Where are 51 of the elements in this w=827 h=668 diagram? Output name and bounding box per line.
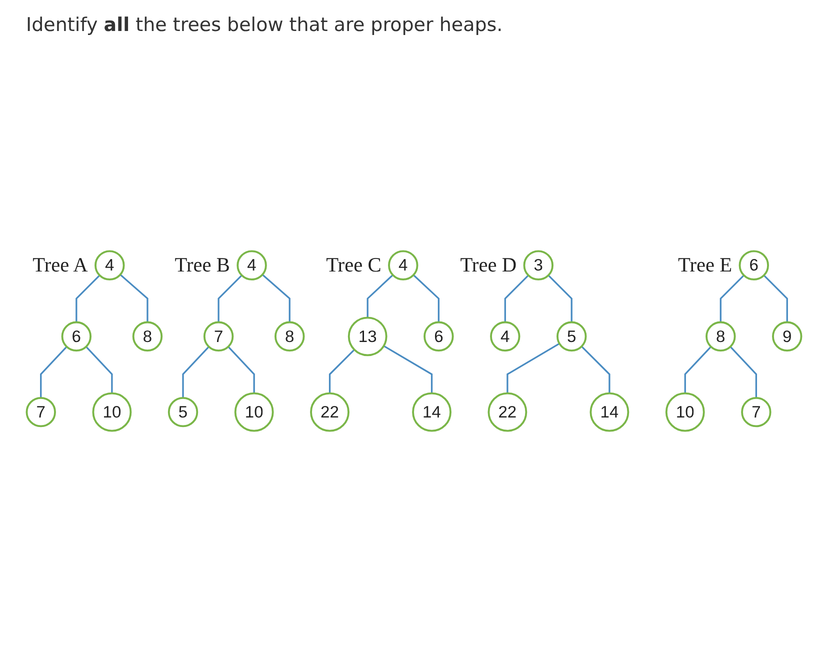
heap-node: 14	[589, 392, 629, 432]
heap-node: 3	[522, 250, 553, 280]
heap-node: 10	[664, 392, 704, 432]
heap-node: 22	[310, 392, 349, 432]
tree-edge	[506, 342, 560, 394]
tree-edge	[412, 274, 439, 322]
tree-edge	[40, 346, 67, 398]
tree-edge	[366, 274, 393, 318]
tree-edge	[719, 274, 744, 322]
heap-node: 4	[94, 250, 124, 280]
heap-node: 4	[236, 250, 266, 280]
heap-node: 4	[490, 321, 520, 352]
heap-node: 13	[347, 316, 387, 356]
heap-node: 4	[388, 250, 418, 280]
tree-edge	[729, 346, 757, 398]
heap-node: 10	[92, 392, 132, 432]
tree-label: Tree C	[326, 254, 381, 277]
tree-edge	[227, 346, 254, 394]
tree-label: Tree A	[32, 254, 88, 277]
heap-node: 22	[487, 392, 527, 432]
heap-node: 6	[738, 250, 768, 280]
heap-node: 7	[202, 321, 234, 352]
tree-edge	[382, 345, 432, 394]
tree-edge	[85, 346, 112, 394]
tree-label: Tree D	[460, 254, 516, 277]
heap-node: 8	[705, 321, 736, 352]
tree-edge	[119, 274, 148, 322]
heap-node: 6	[423, 321, 454, 352]
tree-edge	[504, 274, 528, 322]
tree-edge	[580, 346, 610, 394]
question-text: Identify all the trees below that are proper heaps.	[26, 14, 504, 36]
heap-node: 9	[772, 321, 802, 352]
heap-node: 6	[60, 321, 91, 352]
tree-edge	[217, 274, 242, 322]
heap-node: 5	[167, 396, 198, 428]
tree-edge	[547, 274, 572, 322]
tree-edge	[762, 274, 788, 322]
tree-edge	[75, 274, 100, 322]
tree-edge	[684, 346, 712, 394]
heap-node: 10	[234, 392, 274, 432]
heap-node: 14	[412, 392, 451, 432]
tree-edge	[328, 349, 354, 394]
tree-label: Tree E	[678, 254, 732, 277]
heap-node: 8	[132, 321, 162, 352]
heap-node: 8	[274, 321, 304, 352]
heap-node: 5	[556, 321, 586, 352]
tree-label: Tree B	[174, 254, 230, 277]
tree-edge	[182, 346, 209, 398]
tree-edge	[261, 274, 290, 322]
heap-node: 7	[25, 396, 56, 428]
heap-node: 7	[740, 396, 771, 428]
